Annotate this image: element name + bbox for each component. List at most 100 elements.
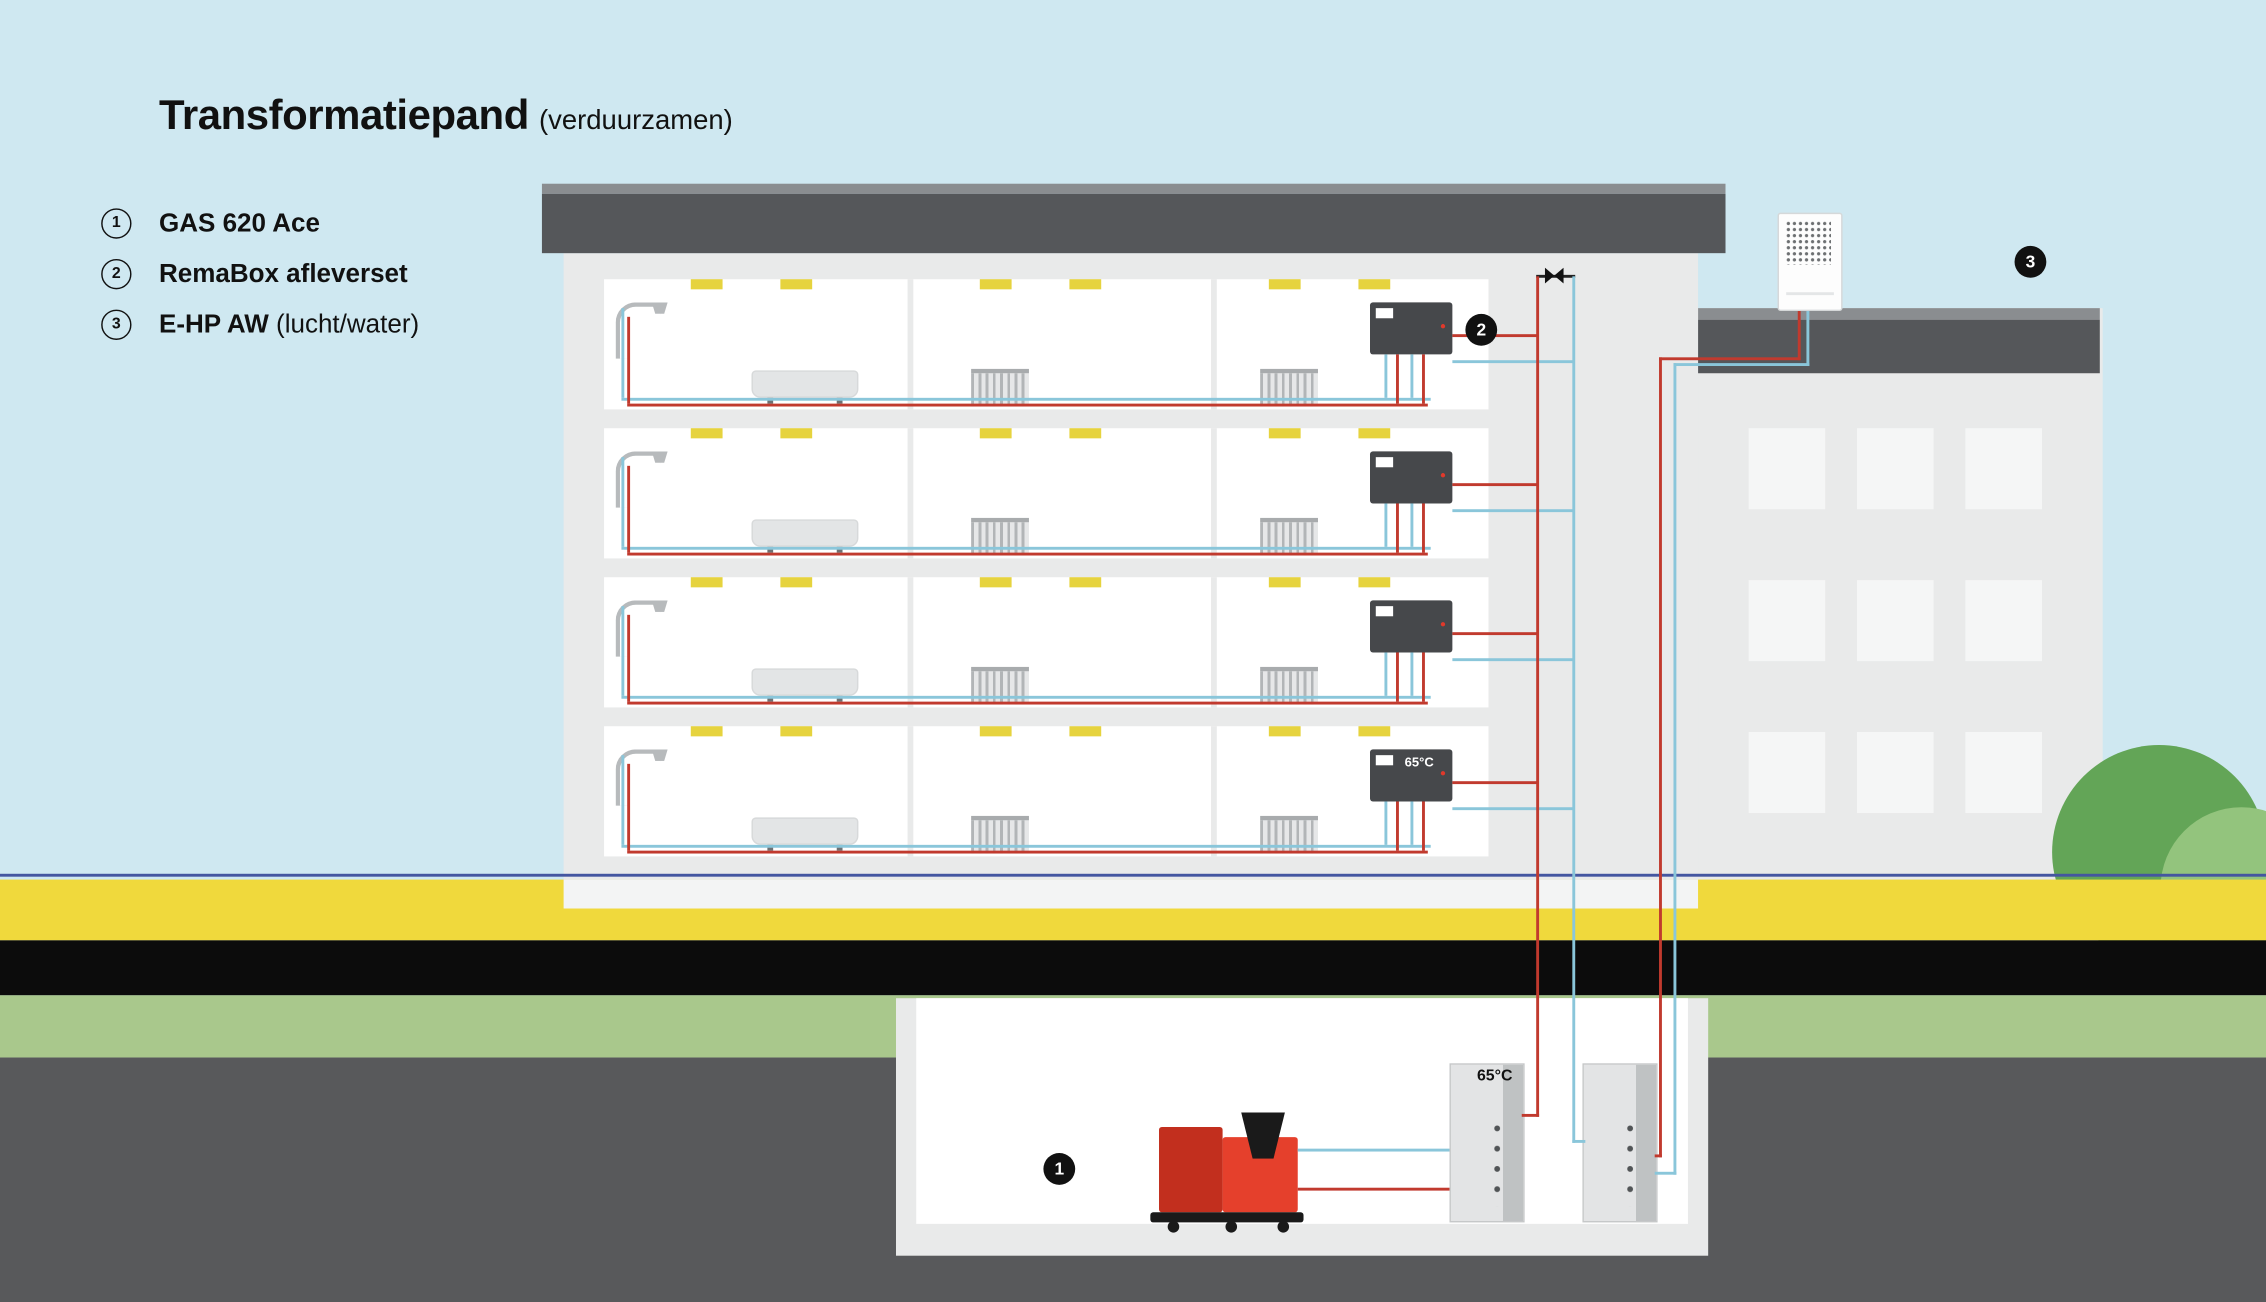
legend-number: 3: [111, 315, 121, 333]
pipe: [1422, 652, 1425, 702]
boiler-base-frame: [1150, 1212, 1304, 1223]
pipe: [1297, 1187, 1450, 1191]
pipe: [1410, 652, 1414, 696]
pipe: [1410, 354, 1414, 398]
tank-ports: [1494, 1125, 1501, 1207]
vent: [979, 428, 1012, 439]
pipe: [1422, 801, 1425, 851]
radiator-icon: [971, 666, 1029, 705]
window: [1857, 580, 1934, 662]
wheel-icon: [1225, 1220, 1238, 1233]
pipe: [1452, 360, 1574, 364]
legend-label-suffix: (lucht/water): [276, 308, 420, 338]
pipe: [1410, 503, 1414, 547]
legend-item-3: 3 E-HP AW (lucht/water): [101, 308, 419, 340]
floor-4: [604, 279, 1574, 410]
radiator-icon: [1260, 517, 1318, 556]
radiator-icon: [971, 517, 1029, 556]
neighbor-roof-edge: [1698, 308, 2100, 320]
vent: [979, 279, 1012, 290]
radiator-icon: [1260, 666, 1318, 705]
pipe: [1572, 1139, 1586, 1143]
remabox-led: [1440, 473, 1446, 478]
pipe: [621, 546, 1431, 550]
remabox-display: [1375, 457, 1394, 468]
basement-room: [916, 998, 1688, 1224]
tank-ports: [1627, 1125, 1634, 1207]
pipe: [621, 457, 625, 547]
window: [1857, 428, 1934, 510]
main-roof: [541, 193, 1726, 254]
shower-icon: [615, 749, 668, 806]
remabox-led: [1440, 622, 1446, 627]
pipe: [1797, 308, 1801, 361]
pipe: [621, 397, 1431, 401]
vent: [780, 428, 813, 439]
tub-foot: [836, 397, 843, 404]
radiator-icon: [971, 815, 1029, 854]
vent: [690, 428, 723, 439]
pipe: [1384, 801, 1388, 845]
bathtub-icon: [751, 817, 859, 851]
wall: [1211, 577, 1217, 708]
vent: [780, 577, 813, 588]
pipe: [1452, 807, 1574, 811]
shower-head-icon: [651, 600, 668, 612]
wall: [907, 577, 914, 708]
remabox-led: [1440, 771, 1446, 776]
legend-number-badge: 2: [101, 258, 132, 289]
window: [1748, 732, 1826, 814]
pipe: [621, 606, 625, 696]
pipe: [1572, 276, 1576, 1143]
legend: 1 GAS 620 Ace 2 RemaBox afleverset 3 E-H…: [101, 207, 419, 359]
heat-pump-grille-icon: [1786, 221, 1832, 265]
vent: [690, 726, 723, 737]
ground-layer-asphalt: [0, 940, 2266, 996]
tub-foot: [767, 397, 774, 404]
title-main: Transformatiepand: [158, 92, 529, 139]
wall: [1211, 279, 1217, 410]
pipe: [1452, 781, 1538, 785]
vent: [1268, 577, 1301, 588]
marker-unit-3: 3: [2014, 245, 2047, 278]
remabox-unit: [1370, 302, 1453, 355]
vent: [1358, 726, 1391, 737]
pipe: [627, 763, 631, 851]
pipe: [621, 755, 625, 845]
legend-label: E-HP AW: [158, 308, 269, 338]
window: [1965, 732, 2042, 814]
wheel-icon: [1277, 1220, 1290, 1233]
shower-head-icon: [651, 451, 668, 463]
buffer-temp-label: 65°C: [1476, 1067, 1513, 1086]
pipe: [627, 850, 1428, 854]
heat-pump-panel-line: [1786, 292, 1834, 296]
window: [1857, 732, 1934, 814]
marker-unit-1: 1: [1043, 1152, 1076, 1185]
shower-head-icon: [651, 302, 668, 314]
pipe: [1384, 652, 1388, 696]
floor-2: [604, 577, 1574, 708]
vent: [1268, 279, 1301, 290]
legend-number-badge: 1: [101, 207, 132, 238]
pipe: [1806, 308, 1810, 367]
pipe: [1384, 354, 1388, 398]
vent: [979, 577, 1012, 588]
buffer-tank: [1582, 1063, 1658, 1223]
pipe: [1452, 483, 1538, 487]
vent: [1358, 279, 1391, 290]
pipe: [1452, 632, 1538, 636]
remabox-display: [1375, 606, 1394, 617]
horizon-line: [0, 873, 2266, 877]
vent: [1069, 428, 1102, 439]
pipe: [621, 308, 625, 398]
vent: [1358, 428, 1391, 439]
pipe: [627, 552, 1428, 556]
pipe: [1452, 509, 1574, 513]
pipe: [1396, 354, 1399, 404]
tub-foot: [836, 546, 843, 553]
pipe: [1654, 1154, 1662, 1158]
vent: [1268, 428, 1301, 439]
legend-number-badge: 3: [101, 308, 132, 340]
floor-1: 65°C: [604, 726, 1574, 857]
vent: [979, 726, 1012, 737]
